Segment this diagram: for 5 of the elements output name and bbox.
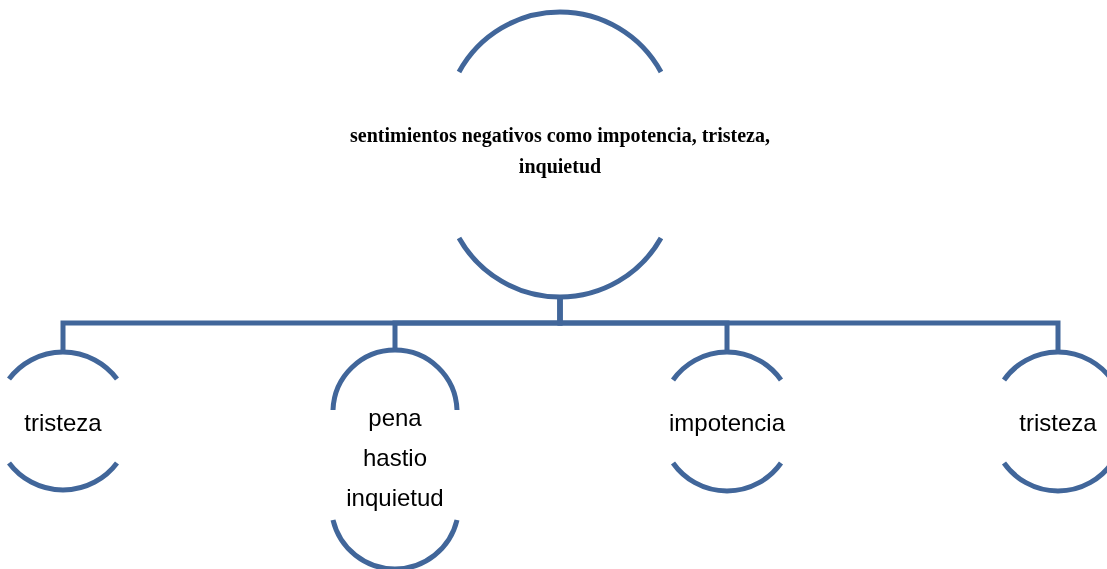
- node-text: pena hastio inquietud: [345, 403, 445, 513]
- node-text: impotencia: [667, 408, 787, 438]
- node-text: tristeza: [23, 408, 103, 438]
- node-text: sentimientos negativos como impotencia, tristeza, inquietud: [349, 123, 771, 180]
- node-text: tristeza: [1018, 408, 1098, 438]
